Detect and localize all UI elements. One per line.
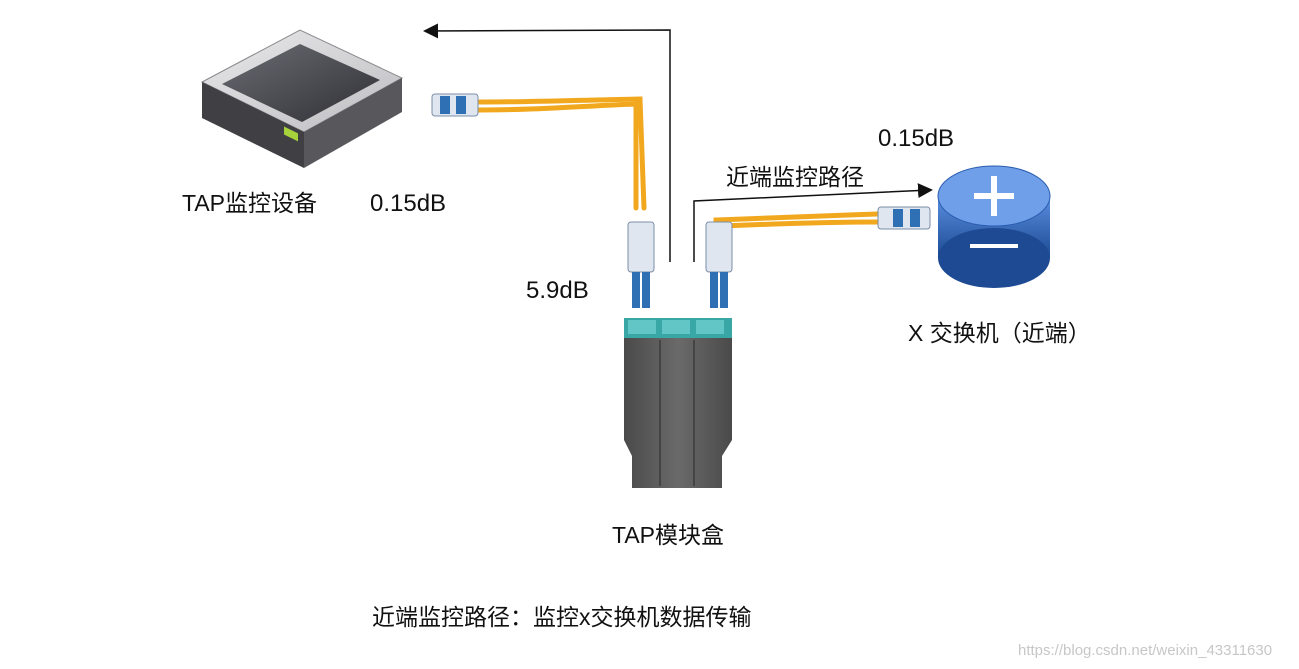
loss-left-label: 0.15dB (370, 190, 447, 217)
monitoring-path-lines (423, 23, 933, 262)
module-connector-left-icon (627, 221, 655, 308)
watermark: https://blog.csdn.net/weixin_43311630 (1018, 642, 1273, 659)
module-connector-right-icon (705, 221, 733, 308)
path-to-tap-device (423, 23, 671, 262)
switch-icon (937, 165, 1051, 288)
tap-device-label: TAP监控设备 (182, 190, 318, 216)
fiber-to-tap-device-2 (475, 101, 639, 211)
tap-device-icon (200, 29, 404, 168)
path-label: 近端监控路径 (726, 164, 864, 190)
path-to-switch (693, 183, 933, 262)
lc-connector-right-icon (877, 206, 931, 230)
loss-module-label: 5.9dB (526, 277, 589, 304)
module-label: TAP模块盒 (612, 522, 725, 548)
fiber-to-tap-device-1 (475, 96, 647, 211)
tap-module-icon (624, 318, 732, 488)
fiber-to-switch-1 (713, 211, 881, 237)
switch-label: X 交换机（近端） (908, 320, 1091, 346)
lc-connector-left-icon (431, 93, 479, 117)
caption: 近端监控路径：监控x交换机数据传输 (372, 604, 752, 630)
fiber-to-switch-2 (721, 219, 881, 237)
fiber-cables (475, 96, 881, 237)
loss-right-label: 0.15dB (878, 125, 955, 152)
